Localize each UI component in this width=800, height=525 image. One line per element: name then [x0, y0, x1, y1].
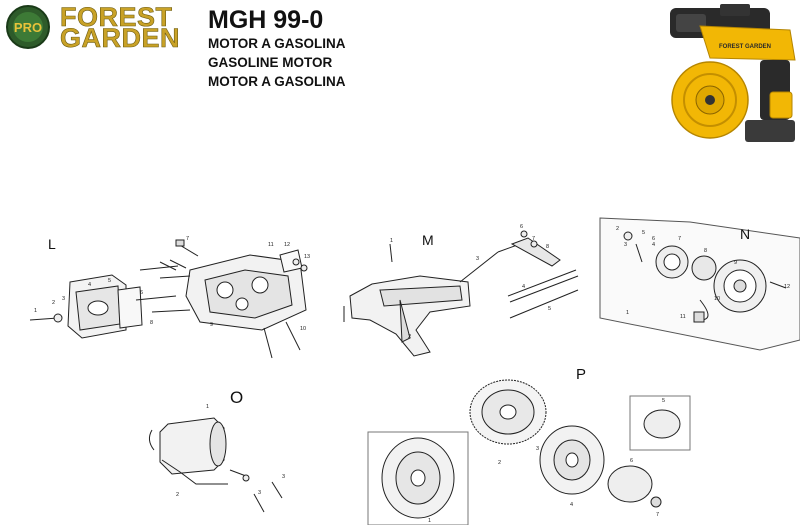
svg-text:6: 6 [630, 458, 633, 464]
pro-badge-text: PRO [14, 20, 42, 35]
svg-text:6: 6 [652, 236, 655, 242]
svg-text:1: 1 [626, 310, 629, 316]
svg-text:10: 10 [300, 326, 306, 332]
svg-text:5: 5 [662, 398, 665, 404]
svg-text:1: 1 [390, 238, 393, 244]
svg-text:4: 4 [652, 242, 655, 248]
brand-logo: PRO FOREST GARDEN [4, 2, 194, 53]
svg-text:11: 11 [268, 242, 274, 248]
brand-name-line1: FOREST [60, 2, 173, 32]
svg-text:8: 8 [704, 248, 707, 254]
svg-text:3: 3 [62, 296, 65, 302]
svg-text:3: 3 [258, 490, 261, 496]
svg-text:3: 3 [476, 256, 479, 262]
brand-name-line2: GARDEN [60, 23, 181, 53]
svg-text:1: 1 [428, 518, 431, 524]
description-english: GASOLINE MOTOR [208, 55, 333, 70]
svg-text:9: 9 [210, 322, 213, 328]
section-o-starter-motor [148, 417, 283, 513]
svg-text:13: 13 [304, 254, 310, 260]
section-label-m: M [422, 232, 434, 248]
section-p-flywheel [367, 379, 691, 525]
svg-text:3: 3 [282, 474, 285, 480]
section-n-recoil-starter [599, 217, 800, 351]
svg-text:5: 5 [642, 230, 645, 236]
svg-text:10: 10 [714, 296, 720, 302]
svg-text:9: 9 [734, 260, 737, 266]
svg-text:2: 2 [498, 460, 501, 466]
pro-badge-icon: PRO [6, 5, 50, 49]
svg-text:7: 7 [532, 236, 535, 242]
svg-text:12: 12 [284, 242, 290, 248]
engine-photo: FOREST GARDEN [670, 4, 796, 142]
svg-text:8: 8 [546, 244, 549, 250]
section-label-p: P [576, 366, 587, 383]
svg-text:7: 7 [656, 512, 659, 518]
description-portuguese: MOTOR A GASOLINA [208, 74, 346, 89]
svg-text:4: 4 [88, 282, 91, 288]
svg-text:5: 5 [548, 306, 551, 312]
svg-text:1: 1 [34, 308, 37, 314]
svg-text:5: 5 [108, 278, 111, 284]
section-label-l: L [48, 236, 56, 252]
svg-text:6: 6 [140, 290, 143, 296]
section-l-cylinder-head [29, 239, 308, 359]
section-m-governor [343, 230, 579, 357]
svg-text:3: 3 [624, 242, 627, 248]
svg-text:1: 1 [206, 404, 209, 410]
svg-text:3: 3 [536, 446, 539, 452]
svg-text:4: 4 [522, 284, 525, 290]
title-block: MGH 99-0 MOTOR A GASOLINA GASOLINE MOTOR… [208, 6, 346, 91]
svg-text:7: 7 [678, 236, 681, 242]
model-number: MGH 99-0 [208, 6, 324, 34]
svg-text:2: 2 [408, 334, 411, 340]
section-label-o: O [230, 388, 244, 407]
svg-text:2: 2 [176, 492, 179, 498]
svg-text:6: 6 [520, 224, 523, 230]
svg-text:11: 11 [680, 314, 686, 320]
svg-text:12: 12 [784, 284, 790, 290]
svg-text:2: 2 [52, 300, 55, 306]
description-spanish: MOTOR A GASOLINA [208, 36, 346, 51]
svg-text:4: 4 [570, 502, 573, 508]
engine-brand-text: FOREST GARDEN [719, 44, 771, 50]
svg-text:7: 7 [186, 236, 189, 242]
svg-text:2: 2 [616, 226, 619, 232]
section-label-n: N [740, 226, 751, 242]
svg-text:8: 8 [150, 320, 153, 326]
